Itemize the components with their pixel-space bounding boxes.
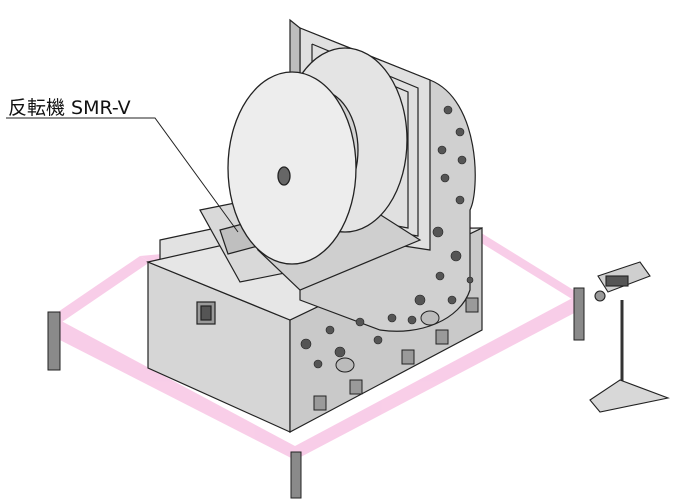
- reel: [227, 47, 408, 265]
- callout-label: 反転機 SMR-V: [8, 97, 131, 119]
- disc-bolts: [300, 105, 474, 369]
- handheld-scanner-icon: [589, 261, 670, 413]
- light-curtain-post-icon: [47, 287, 585, 499]
- machine-feet: [313, 297, 479, 411]
- callout-leader: [6, 117, 239, 233]
- eye-bolts: [335, 310, 440, 373]
